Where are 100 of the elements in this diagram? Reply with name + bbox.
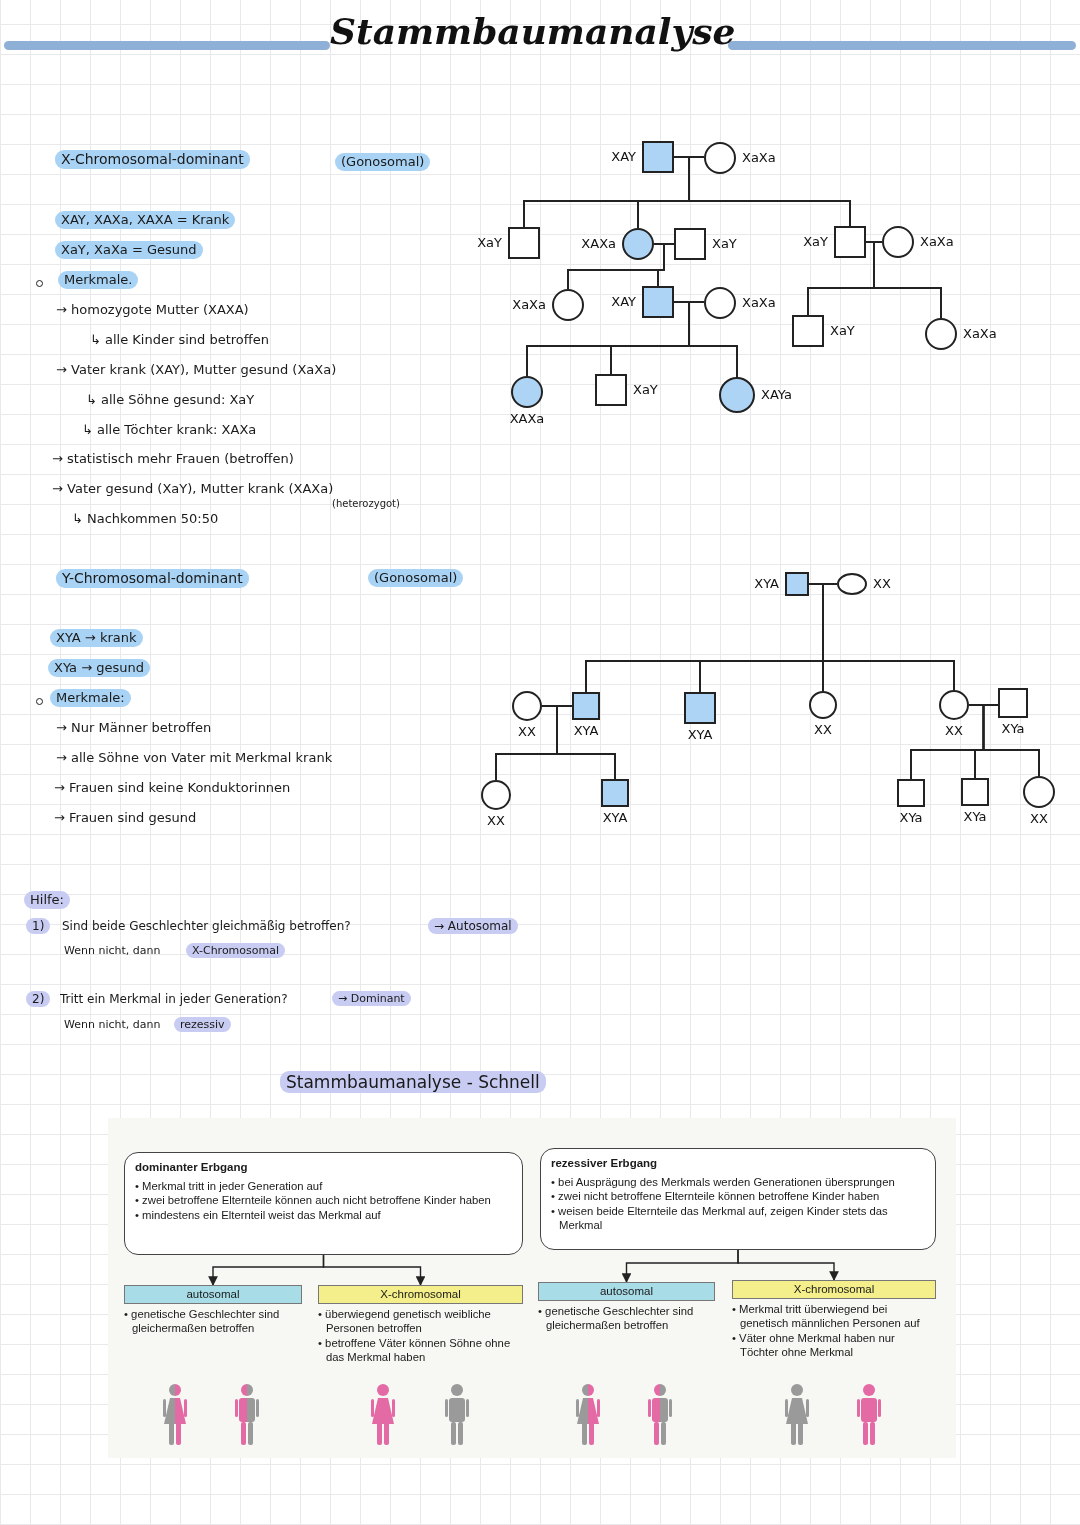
male-square (642, 141, 674, 173)
genotype-label: XYA (754, 576, 779, 592)
female-circle (622, 228, 654, 260)
genotype-label: XaXa (920, 234, 954, 250)
note-text: Wenn nicht, dann (63, 943, 162, 959)
category-band: X-chromosomal (318, 1285, 523, 1304)
note-text: X-Chromosomal-dominant (55, 150, 250, 169)
category-band: autosomal (124, 1285, 302, 1304)
note-text: → Nur Männer betroffen (55, 719, 213, 737)
bullet-text: • bei Ausprägung des Merkmals werden Generationen übersprungen (551, 1175, 896, 1190)
note-text: Wenn nicht, dann (63, 1017, 162, 1033)
bullet-text: • genetische Geschlechter sind gleichermaßen betroffen (538, 1304, 695, 1333)
genotype-label: XaY (477, 235, 502, 251)
female-circle (882, 226, 914, 258)
note-text: Hilfe: (24, 891, 70, 909)
bullet-text: • betroffene Väter können Söhne ohne das Merkmal haben (318, 1335, 512, 1365)
category-band: X-chromosomal (732, 1280, 936, 1299)
note-text: Y-Chromosomal-dominant (56, 569, 249, 588)
note-text: → Vater gesund (XaY), Mutter krank (XAXa) (51, 480, 335, 498)
male-square (674, 228, 706, 260)
rounded-box (540, 1148, 936, 1250)
bullet-text: • weisen beide Elternteile das Merkmal auf, zeigen Kinder stets das Merkmal (551, 1203, 889, 1233)
genotype-label: XX (486, 813, 506, 829)
note-text: (Gonosomal) (335, 153, 431, 171)
note-text: Sind beide Geschlechter gleichmäßig betroffen? (61, 918, 352, 935)
male-square (785, 572, 809, 596)
male-square (601, 779, 629, 807)
arrow (737, 1249, 839, 1281)
genotype-label: XYA (572, 723, 600, 739)
female-circle (704, 142, 736, 174)
genotype-label: XaXa (742, 150, 776, 166)
note-text: XAY, XAXa, XAXA = Krank (55, 211, 236, 229)
genotype-label: XAY (611, 149, 636, 165)
bullet-text: • zwei betroffene Elternteile können auch nicht betroffene Kinder haben (135, 1193, 492, 1208)
genotype-label: XaY (803, 234, 828, 250)
male-square (684, 692, 716, 724)
note-text: (heterozygot) (331, 497, 401, 511)
note-text: XYa → gesund (48, 659, 150, 677)
card-heading: dominanter Erbgang (135, 1161, 249, 1173)
genotype-label: XYa (898, 810, 924, 826)
note-text: XYA → krank (50, 629, 143, 647)
pedigree-line (968, 704, 1040, 777)
female-circle (511, 376, 543, 408)
male-square (572, 692, 600, 720)
arrow (322, 1254, 426, 1286)
note-text: ↳ alle Söhne gesund: XaY (85, 391, 256, 409)
female-circle (939, 690, 969, 720)
bullet-text: • Merkmal tritt überwiegend bei genetisch männlichen Personen auf (732, 1302, 921, 1331)
genotype-label: XAY (611, 294, 636, 310)
note-text: Merkmale. (58, 271, 139, 289)
genotype-label: XX (1029, 811, 1049, 827)
genotype-label: XAXa (581, 236, 616, 252)
female-circle (512, 691, 542, 721)
genotype-label: XYa (962, 809, 988, 825)
genotype-label: XYA (601, 810, 629, 826)
pedigree-line (808, 583, 955, 691)
bullet-text: • zwei nicht betroffene Elternteile können betroffene Kinder haben (551, 1189, 881, 1204)
note-text: Stammbaumanalyse - Schnell (280, 1071, 546, 1094)
note-text: ↳ alle Kinder sind betroffen (89, 331, 270, 349)
bullet-text: • überwiegend genetisch weibliche Personen betroffen (318, 1307, 492, 1336)
note-text: → homozygote Mutter (XAXA) (55, 301, 250, 319)
genotype-label: XX (873, 576, 891, 592)
female-circle (704, 287, 736, 319)
male-square (508, 227, 540, 259)
pedigree-line (541, 705, 616, 780)
card-heading: rezessiver Erbgang (551, 1157, 659, 1169)
genotype-label: XAXa (508, 411, 546, 427)
rounded-box (124, 1152, 523, 1255)
male-square (792, 315, 824, 347)
male-square (998, 688, 1028, 718)
genotype-label: XYa (1000, 721, 1026, 737)
note-text: → Frauen sind keine Konduktorinnen (53, 779, 292, 797)
note-text: ↳ Nachkommen 50:50 (71, 510, 220, 528)
genotype-label: XaY (830, 323, 855, 339)
note-text: Tritt ein Merkmal in jeder Generation? (59, 991, 289, 1008)
genotype-label: XaXa (512, 297, 546, 313)
note-text: → Vater krank (XAY), Mutter gesund (XaXa) (55, 361, 338, 379)
female-circle (481, 780, 511, 810)
note-text: 2) (26, 991, 51, 1008)
male-square (961, 778, 989, 806)
note-text: 1) (26, 918, 51, 935)
male-square (595, 374, 627, 406)
female-circle (1023, 776, 1055, 808)
note-text: → alle Söhne von Vater mit Merkmal krank (55, 749, 334, 767)
genotype-label: XX (944, 723, 964, 739)
female-circle (552, 289, 584, 321)
genotype-label: XaY (633, 382, 658, 398)
note-text: → Frauen sind gesund (53, 809, 198, 827)
bullet-text: • Merkmal tritt in jeder Generation auf (135, 1179, 324, 1194)
note-text: rezessiv (174, 1017, 231, 1033)
genotype-label: XX (813, 722, 833, 738)
genotype-label: XAYa (761, 387, 792, 403)
bullet-text: • mindestens ein Elternteil weist das Merkmal auf (135, 1207, 382, 1223)
note-text: ↳ alle Töchter krank: XAXa (81, 421, 258, 439)
bullet-text: • Väter ohne Merkmal haben nur Töchter ohne Merkmal (732, 1330, 896, 1360)
female-circle (925, 318, 957, 350)
note-text: X-Chromosomal (186, 943, 286, 959)
genotype-label: XYA (686, 727, 714, 743)
female-ellipse (837, 573, 867, 595)
pedigree-line (653, 243, 665, 287)
